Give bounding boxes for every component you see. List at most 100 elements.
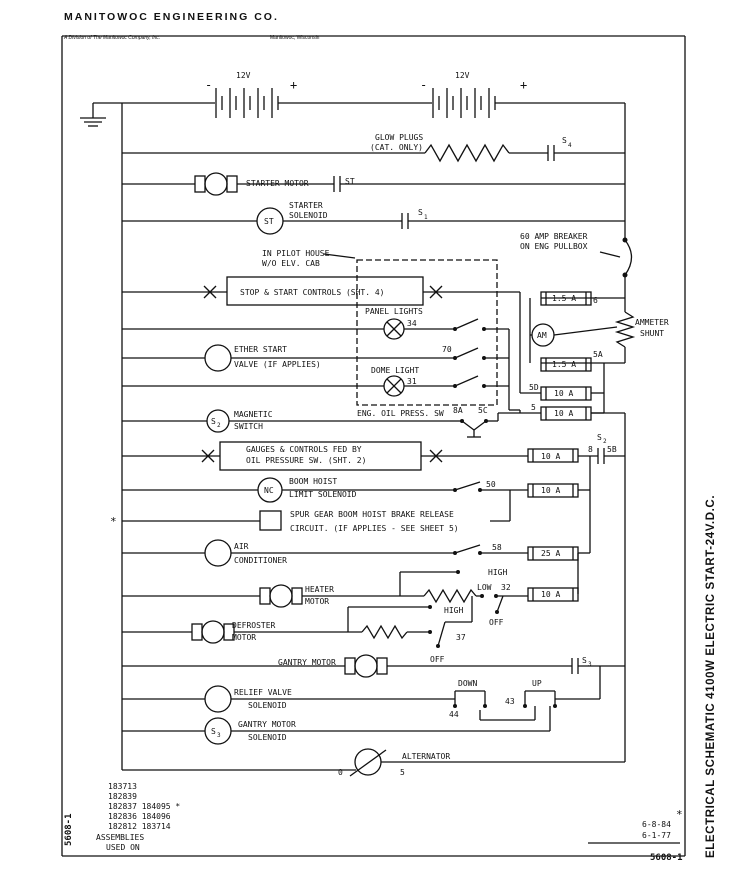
fuse-10a-heater: 10 A — [541, 590, 560, 599]
company-name: MANITOWOC ENGINEERING CO. — [64, 11, 279, 23]
division-line: A Division of The Manitowoc Company, Inc… — [63, 35, 160, 41]
assembly-line: 182839 — [108, 792, 137, 801]
relief-valve-label-2: SOLENOID — [248, 701, 287, 710]
pilot-house-label: IN PILOT HOUSE — [262, 249, 330, 258]
glow-plugs-label: GLOW PLUGS — [375, 133, 423, 142]
nc-coil-label: NC — [264, 486, 274, 495]
gantry-motor-label: GANTRY MOTOR — [278, 658, 336, 667]
spur-gear-label-2: CIRCUIT. (IF APPLIES - SEE SHEET 5) — [290, 524, 459, 533]
spur-gear-label: SPUR GEAR BOOM HOIST BRAKE RELEASE — [290, 510, 454, 519]
breaker-label: 60 AMP BREAKER — [520, 232, 588, 241]
air-conditioner-label-2: CONDITIONER — [234, 556, 287, 565]
s4-sub: 4 — [568, 142, 572, 149]
assemblies-caption-2: USED ON — [106, 843, 140, 852]
wire-58: 58 — [492, 543, 502, 552]
s2-coil-sub: 2 — [217, 422, 221, 429]
alternator-wire-5: 5 — [400, 768, 405, 777]
starter-motor-label: STARTER MOTOR — [246, 179, 309, 188]
alternator-label: ALTERNATOR — [402, 752, 450, 761]
wire-44: 44 — [449, 710, 459, 719]
fuse-10a-boom: 10 A — [541, 486, 560, 495]
assembly-line: 182836 184096 — [108, 812, 171, 821]
heater-low-label: LOW — [477, 583, 492, 592]
down-label: DOWN — [458, 679, 477, 688]
st-coil-label: ST — [264, 217, 274, 226]
wire-8: 8 — [588, 445, 593, 454]
s3-coil-sub: 3 — [217, 732, 221, 739]
s4-label: S — [562, 136, 567, 145]
breaker-label-2: ON ENG PULLBOX — [520, 242, 588, 251]
battery-left-voltage: 12V — [236, 71, 251, 80]
revision-date-2: 6-1-77 — [642, 831, 671, 840]
ammeter-am: AM — [537, 331, 547, 340]
gantry-solenoid-label-2: SOLENOID — [248, 733, 287, 742]
heater-off-label: OFF — [489, 618, 504, 627]
starter-solenoid-label: STARTER — [289, 201, 323, 210]
fuse-10a-5d: 10 A — [554, 389, 573, 398]
s3-coil-label: S — [211, 727, 216, 736]
fuse-10a-gauges: 10 A — [541, 452, 560, 461]
up-label: UP — [532, 679, 542, 688]
wire-5: 5 — [531, 403, 536, 412]
s2-switch-label: S — [597, 433, 602, 442]
s3-switch-sub: 3 — [588, 661, 592, 668]
stop-start-label: STOP & START CONTROLS (SHT. 4) — [240, 288, 385, 297]
st-switch-label: ST — [345, 177, 355, 186]
ether-start-label-2: VALVE (IF APPLIES) — [234, 360, 321, 369]
magnetic-switch-label-2: SWITCH — [234, 422, 263, 431]
s2-switch-sub: 2 — [603, 438, 607, 445]
heater-motor-label: HEATER — [305, 585, 334, 594]
s3-switch-label: S — [582, 656, 587, 665]
revision-date-1: 6-8-84 — [642, 820, 671, 829]
defroster-off-label: OFF — [430, 655, 445, 664]
spur-asterisk: * — [110, 515, 117, 528]
wire-5d: 5D — [529, 383, 539, 392]
ether-start-label: ETHER START — [234, 345, 287, 354]
wire-5a: 5A — [593, 350, 603, 359]
wire-43: 43 — [505, 697, 515, 706]
defroster-motor-label: DEFROSTER — [232, 621, 276, 630]
wire-37: 37 — [456, 633, 466, 642]
wire-5c: 5C — [478, 406, 488, 415]
alternator-wire-0: 0 — [338, 768, 343, 777]
wire-34: 34 — [407, 319, 417, 328]
location-line: Manitowoc, Wisconsin — [270, 35, 320, 41]
wire-32: 32 — [501, 583, 511, 592]
gauges-label-2: OIL PRESSURE SW. (SHT. 2) — [246, 456, 366, 465]
heater-high-label: HIGH — [488, 568, 507, 577]
battery-left-minus: - — [205, 78, 212, 92]
s1-sub: 1 — [424, 214, 428, 221]
s2-coil-label: S — [211, 417, 216, 426]
wire-70: 70 — [442, 345, 452, 354]
wire-5b: 5B — [607, 445, 617, 454]
dome-light-label: DOME LIGHT — [371, 366, 419, 375]
relief-valve-label: RELIEF VALVE — [234, 688, 292, 697]
starter-solenoid-label-2: SOLENOID — [289, 211, 328, 220]
fuse-1-5a-bottom: 1.5 A — [552, 360, 576, 369]
boom-hoist-label-2: LIMIT SOLENOID — [289, 490, 357, 499]
heater-motor-label-2: MOTOR — [305, 597, 329, 606]
s1-label: S — [418, 208, 423, 217]
assembly-line: 182812 183714 — [108, 822, 171, 831]
gauges-label: GAUGES & CONTROLS FED BY — [246, 445, 362, 454]
side-title: ELECTRICAL SCHEMATIC 4100W ELECTRIC STAR… — [705, 495, 717, 858]
glow-plugs-sub: (CAT. ONLY) — [370, 143, 423, 152]
assembly-line: 183713 — [108, 782, 137, 791]
battery-right-minus: - — [420, 78, 427, 92]
drawing-number-side: 5608-1 — [64, 813, 74, 846]
battery-right-voltage: 12V — [455, 71, 470, 80]
defroster-motor-label-2: MOTOR — [232, 633, 256, 642]
oil-pressure-label: ENG. OIL PRESS. SW — [357, 409, 444, 418]
pilot-house-label-2: W/O ELV. CAB — [262, 259, 320, 268]
fuse-25a: 25 A — [541, 549, 560, 558]
wire-8a: 8A — [453, 406, 463, 415]
wire-31: 31 — [407, 377, 417, 386]
date-star: * — [676, 808, 683, 821]
ammeter-shunt-label: AMMETER — [635, 318, 669, 327]
wire-50: 50 — [486, 480, 496, 489]
drawing-number: 5608-1 — [650, 853, 683, 863]
battery-left-plus: + — [290, 78, 297, 92]
ammeter-shunt-label-2: SHUNT — [640, 329, 664, 338]
